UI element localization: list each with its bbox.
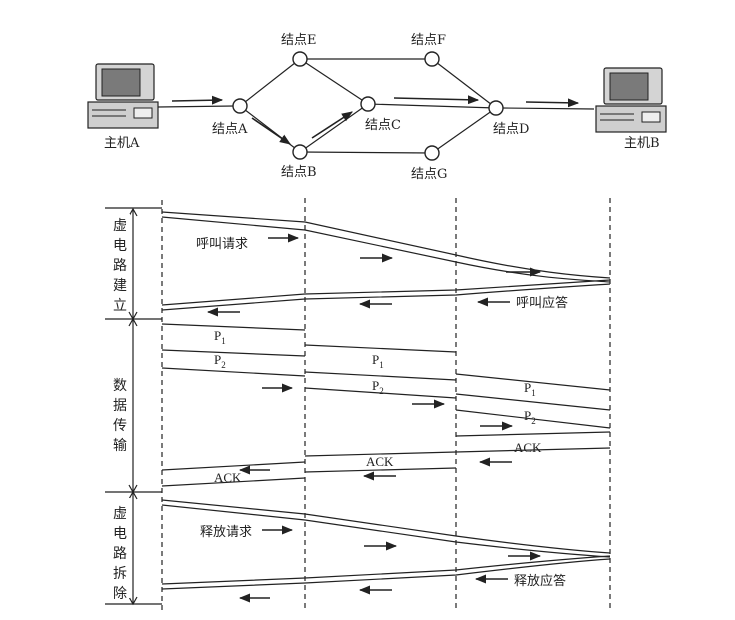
timing-diagram: 虚 电 路 建 立 数 据 传 输 虚 电 路 拆 除 <box>105 198 611 610</box>
host-a-label: 主机A <box>104 136 140 151</box>
ack-label-hop1: ACK <box>214 470 242 485</box>
release-accept-label: 释放应答 <box>514 573 566 589</box>
host-b-computer-icon <box>595 67 667 133</box>
node-b <box>292 144 308 160</box>
route-arrow <box>393 95 480 105</box>
p1-hop3-end <box>455 393 611 411</box>
phase-label-setup: 虚 电 路 建 立 <box>110 214 130 314</box>
svg-text:虚: 虚 <box>113 506 127 522</box>
node-g <box>424 145 440 161</box>
p1-label-hop3: P1 <box>524 380 536 398</box>
p1-hop2-end <box>304 371 457 381</box>
host-b-label: 主机B <box>624 136 660 151</box>
svg-text:数: 数 <box>113 378 127 394</box>
network-topology: 主机A 主机B 结点A 结点E 结点B 结点C 结点F 结点G 结点D <box>87 33 667 182</box>
call-request-label: 呼叫请求 <box>196 237 248 252</box>
ack-hop3-start <box>455 431 611 437</box>
node-f <box>424 51 440 67</box>
node-g-label: 结点G <box>411 167 447 182</box>
p1-label-hop1: P1 <box>214 328 226 346</box>
svg-text:据: 据 <box>113 398 127 414</box>
p2-hop2-end <box>304 387 457 399</box>
phase-label-teardown: 虚 电 路 拆 除 <box>110 498 130 602</box>
p1-label-hop2: P1 <box>372 352 384 370</box>
svg-text:拆: 拆 <box>113 566 127 582</box>
svg-text:传: 传 <box>113 418 127 434</box>
svg-text:虚: 虚 <box>113 218 127 234</box>
p1-hop3-start <box>455 373 611 391</box>
svg-text:电: 电 <box>113 526 127 542</box>
svg-text:输: 输 <box>113 438 127 454</box>
p1-hop2-start <box>304 344 457 353</box>
ack-hop2-start <box>304 451 457 457</box>
node-c-label: 结点C <box>365 118 401 133</box>
route-arrow <box>311 111 353 139</box>
svg-text:立: 立 <box>113 298 127 314</box>
node-e-label: 结点E <box>281 33 317 48</box>
svg-text:路: 路 <box>113 258 127 274</box>
node-a-label: 结点A <box>212 122 248 137</box>
release-request-band <box>161 499 611 558</box>
svg-text:电: 电 <box>113 238 127 254</box>
node-c <box>360 96 376 112</box>
node-d-label: 结点D <box>493 122 529 137</box>
release-accept-band <box>161 555 611 590</box>
route-arrow <box>251 117 291 145</box>
p2-hop1-end <box>161 367 306 377</box>
p1-hop1-end <box>161 349 306 357</box>
ack-hop1-end <box>161 477 306 487</box>
p2-label-hop1: P2 <box>214 352 226 370</box>
p1-hop1-start <box>161 323 306 331</box>
call-accept-band <box>161 279 611 311</box>
p2-label-hop2: P2 <box>372 378 384 396</box>
host-a-computer-icon <box>87 63 159 129</box>
ack-label-hop2: ACK <box>366 454 394 469</box>
ack-hop3-end <box>455 447 611 453</box>
ack-label-hop3: ACK <box>514 440 542 455</box>
node-e <box>292 51 308 67</box>
node-a <box>232 98 248 114</box>
route-arrow <box>525 98 580 108</box>
svg-text:除: 除 <box>113 586 127 602</box>
node-d <box>488 100 504 116</box>
release-request-label: 释放请求 <box>200 525 252 540</box>
phase-label-transfer: 数 据 传 输 <box>110 372 130 454</box>
p2-hop3-end <box>455 409 611 429</box>
node-f-label: 结点F <box>411 33 446 48</box>
node-b-label: 结点B <box>281 165 317 180</box>
svg-text:路: 路 <box>113 546 127 562</box>
network-links <box>239 58 497 154</box>
p2-label-hop3: P2 <box>524 408 536 426</box>
ack-hop2-end <box>304 467 457 473</box>
svg-text:建: 建 <box>113 278 127 294</box>
ack-hop1-start <box>161 461 306 471</box>
route-arrow <box>171 95 224 105</box>
call-accept-label: 呼叫应答 <box>516 295 568 311</box>
